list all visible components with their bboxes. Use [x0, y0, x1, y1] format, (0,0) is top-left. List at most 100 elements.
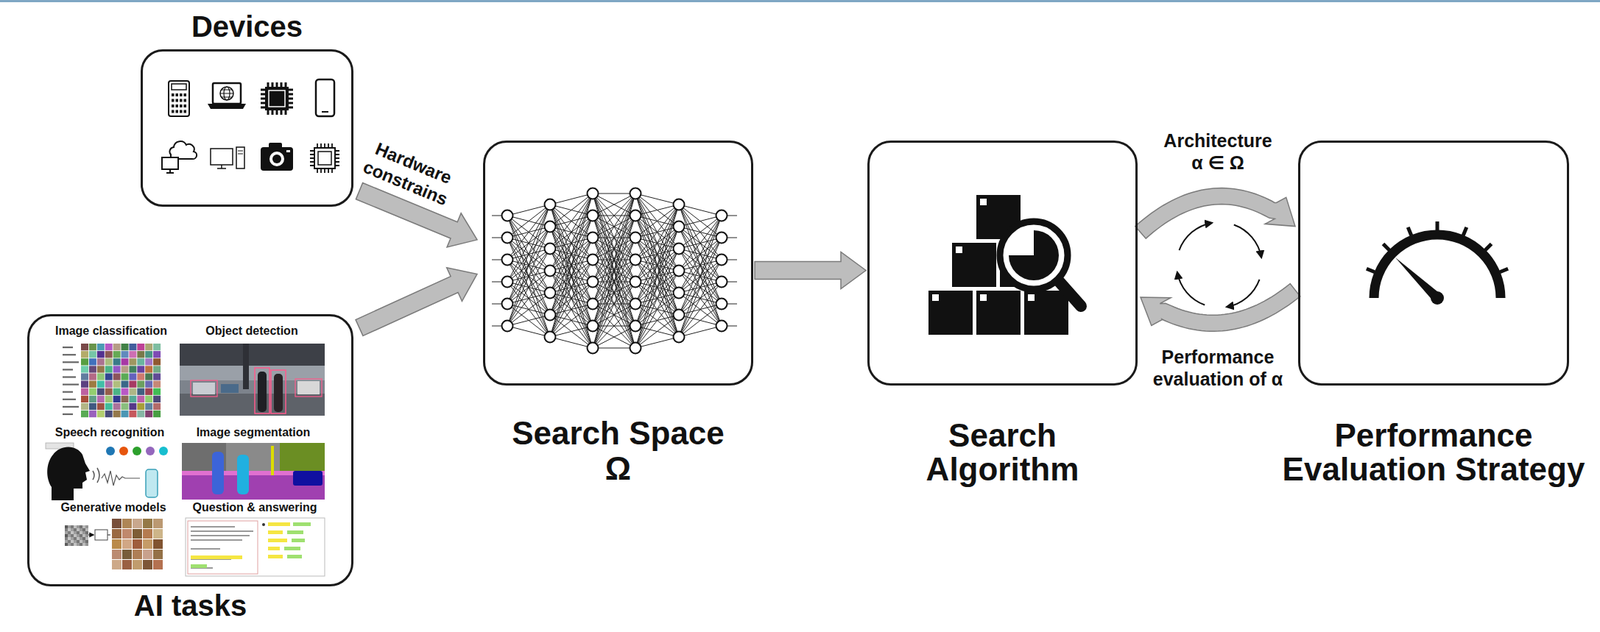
network-wire: [550, 193, 593, 294]
network-wire: [678, 237, 722, 338]
noise-pixel: [82, 525, 86, 529]
neuron: [502, 276, 514, 288]
network-wire: [550, 226, 593, 349]
thumbnail-cell: [97, 373, 105, 380]
speech-picture: [119, 446, 129, 456]
thumbnail-cell: [89, 343, 97, 351]
network-wire: [550, 248, 593, 349]
thumbnail-cell: [113, 381, 121, 389]
thumbnail-cell: [97, 365, 105, 373]
network-wire: [592, 215, 636, 349]
face-tile: [111, 550, 122, 560]
noise-pixel: [76, 534, 80, 538]
network-wire: [592, 193, 636, 283]
calculator-key: [179, 99, 183, 103]
network-wire: [635, 315, 679, 349]
detection-picture: [257, 371, 267, 413]
thumbnail-cell: [136, 358, 145, 366]
thumbnail-cell: [80, 403, 89, 411]
caption-holder: Object detection: [205, 323, 298, 339]
noise-pixel: [64, 531, 68, 535]
network-wire: [592, 193, 636, 349]
thumbnail-cell: [121, 365, 129, 373]
thumbnail-cell: [121, 403, 129, 411]
network-wire: [592, 237, 636, 349]
gauge-tick: [1485, 243, 1492, 250]
thumbnail-cell: [80, 396, 89, 403]
thumbnail-cell: [80, 358, 89, 366]
row-mark: [62, 406, 79, 408]
noise-pixel: [79, 534, 83, 538]
network-wire: [635, 270, 679, 349]
thumbnail-cell: [128, 343, 137, 351]
thumbnail-cell: [153, 381, 161, 389]
network-wire: [592, 326, 636, 349]
thumbnail-cell: [80, 351, 89, 358]
detection-picture: [297, 381, 320, 395]
network-wire: [550, 282, 593, 338]
camera-icon: [269, 151, 285, 167]
qa-picture: [293, 522, 311, 527]
segmentation-picture: [181, 443, 325, 500]
neuron: [630, 188, 642, 200]
network-wire: [550, 304, 593, 338]
face-tile: [132, 539, 143, 550]
thumbnail-cell: [80, 381, 89, 389]
network-wire: [592, 348, 636, 350]
face-tile: [122, 560, 132, 570]
desktop-icon: [237, 150, 243, 154]
detection-picture: [270, 370, 286, 414]
block-arrow: [1135, 188, 1296, 240]
speech-picture: [145, 446, 155, 456]
network-wire: [592, 193, 636, 260]
noise-pixel: [85, 540, 89, 544]
calculator-key: [175, 104, 179, 108]
thumbnail-cell: [121, 373, 129, 380]
neuron: [502, 254, 514, 266]
noise-pixel: [76, 525, 80, 529]
thumbnail-cell: [113, 351, 121, 358]
qa-picture: [268, 538, 288, 543]
detection-picture: [179, 365, 325, 381]
neuron: [544, 243, 556, 255]
neuron: [502, 321, 514, 333]
face-tile: [132, 519, 143, 529]
thumbnail-cell: [80, 388, 89, 396]
network-wire: [507, 315, 551, 327]
noise-pixel: [85, 534, 89, 538]
detection-picture: [179, 343, 325, 417]
thumbnail-cell: [121, 343, 129, 351]
segmentation-picture: [270, 446, 274, 476]
face-tile: [111, 529, 122, 539]
thumbnail-cell: [80, 373, 89, 380]
detection-picture: [254, 368, 270, 414]
neuron: [502, 232, 514, 244]
thumbnail-cell: [136, 365, 145, 373]
noise-pixel: [79, 531, 83, 535]
stage-title: Search Algorithm: [910, 418, 1095, 487]
stage-name: AI tasks: [29, 589, 352, 623]
calculator-key: [184, 104, 188, 108]
row-mark: [62, 413, 73, 416]
network-wire: [635, 204, 679, 305]
search-boxes-icon: [955, 246, 963, 254]
thumbnail-cell: [145, 373, 153, 380]
network-wire: [507, 204, 551, 216]
row-mark: [62, 354, 76, 356]
thumbnail-cell: [145, 396, 153, 403]
network-wire: [592, 193, 636, 327]
network-wire: [635, 204, 679, 216]
face-tile: [122, 529, 132, 539]
thumbnail-cell: [145, 343, 153, 351]
qa-picture: [190, 527, 254, 569]
qa-picture: [287, 530, 304, 535]
task-caption: Question & answering: [192, 500, 318, 516]
thumbnail-cell: [136, 351, 145, 358]
edge-label: Hardware constrains: [350, 133, 470, 216]
thumbnail-cell: [89, 373, 97, 380]
thumbnail-cell: [128, 373, 137, 380]
noise-pixel: [70, 543, 74, 547]
noise-pixel: [67, 528, 71, 532]
thumbnail-cell: [145, 403, 153, 411]
